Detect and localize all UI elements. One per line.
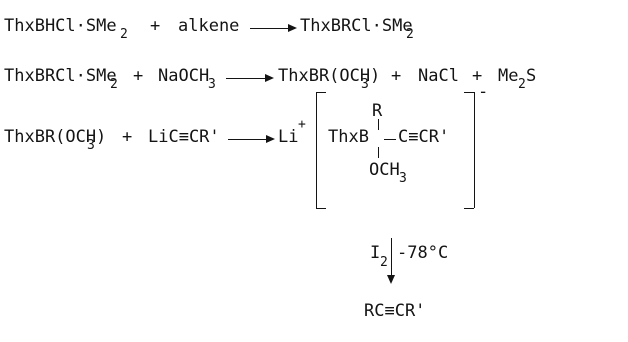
right-bracket-bottom (464, 208, 474, 209)
iodine-reagent: I (370, 243, 381, 263)
r1-reaction-arrow (250, 23, 297, 32)
r3-reactant: ThxBR(OCH (4, 127, 97, 147)
r1-product: ThxBRCl·SMe (300, 16, 413, 36)
r3-cation-charge: + (298, 117, 306, 132)
r1-reactant-subscript: 2 (120, 27, 128, 42)
r2-plus-3: + (472, 66, 483, 86)
r2-reagent-subscript: 3 (208, 77, 216, 92)
r1-reactant: ThxBHCl·SMe (4, 16, 117, 36)
r2-product: ThxBR(OCH (278, 66, 371, 86)
left-bracket-top (316, 92, 326, 93)
r2-product-close: ) (370, 66, 381, 86)
r2-plus: + (133, 66, 144, 86)
r2-reagent: NaOCH (158, 66, 210, 86)
complex-charge: - (478, 82, 489, 102)
r2-byproduct-nacl: NaCl (418, 66, 459, 86)
r2-reaction-arrow (226, 73, 274, 82)
r2-product-subscript: 3 (361, 77, 369, 92)
bond-b-o (378, 147, 379, 158)
iodine-subscript: 2 (380, 255, 388, 270)
left-bracket (316, 92, 317, 208)
r2-byproduct-subscript: 2 (518, 77, 526, 92)
r3-reaction-arrow (228, 134, 275, 143)
right-bracket (474, 92, 475, 208)
bond-b-c (384, 139, 396, 140)
complex-r-group: R (372, 101, 383, 121)
r3-reactant-subscript: 3 (87, 138, 95, 153)
r3-cation: Li (278, 127, 299, 147)
final-product: RC≡CR' (364, 301, 426, 321)
down-reaction-arrow (386, 238, 395, 284)
complex-boron-center: ThxB (328, 127, 369, 147)
r2-plus-2: + (391, 66, 402, 86)
left-bracket-bottom (316, 208, 326, 209)
r3-plus: + (122, 127, 133, 147)
r1-reagent: alkene (178, 16, 240, 36)
right-bracket-top (464, 92, 474, 93)
r3-reactant-close: ) (96, 127, 107, 147)
r2-reactant: ThxBRCl·SMe (4, 66, 117, 86)
r2-reactant-subscript: 2 (110, 77, 118, 92)
r3-reagent: LiC≡CR' (148, 127, 220, 147)
complex-methoxy-subscript: 3 (399, 171, 407, 186)
complex-methoxy: OCH (369, 160, 400, 180)
r2-byproduct-tail: S (526, 66, 537, 86)
r1-product-subscript: 2 (406, 27, 414, 42)
complex-alkyne: C≡CR' (398, 127, 450, 147)
r1-plus: + (150, 16, 161, 36)
r2-byproduct-me2s: Me (498, 66, 519, 86)
bond-b-r (378, 119, 379, 130)
temperature-condition: -78°C (397, 243, 449, 263)
